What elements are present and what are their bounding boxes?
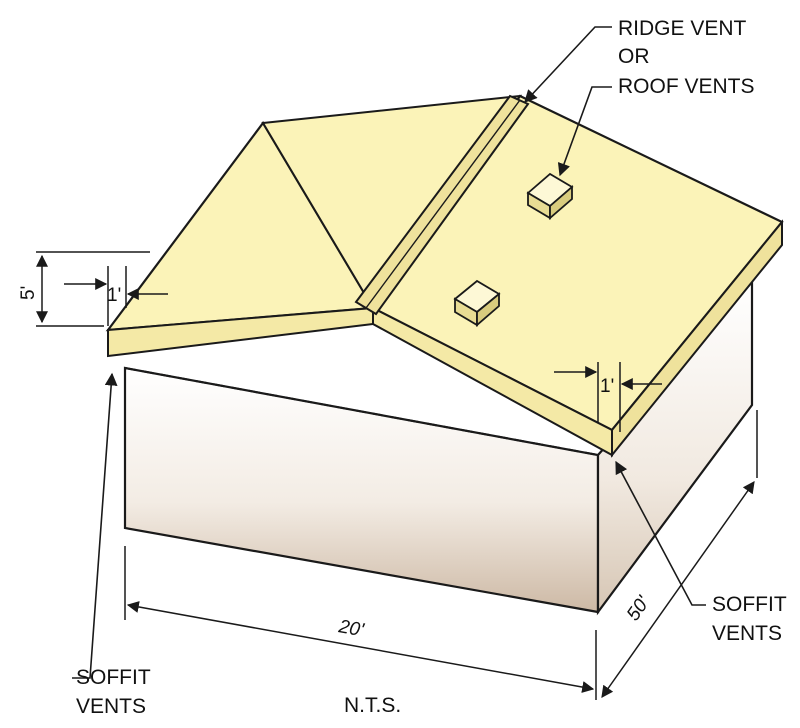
roof-vent-upper bbox=[526, 172, 574, 220]
ridge-vent-label: RIDGE VENT bbox=[618, 17, 747, 40]
roof-vent-leader bbox=[557, 86, 612, 177]
hidden-wall-top-dashed bbox=[124, 367, 599, 456]
width-dimension-label: 20' bbox=[336, 616, 366, 641]
dimension-lines bbox=[36, 251, 758, 700]
height-dimension-label: 5' bbox=[18, 286, 39, 300]
right-overhang-dimension-label: 1' bbox=[600, 376, 614, 397]
soffit-vents-right-label-1: SOFFIT bbox=[712, 593, 787, 616]
left-overhang-dimension-label: 1' bbox=[107, 285, 121, 306]
soffit-vents-left-label-1: SOFFIT bbox=[76, 666, 151, 689]
not-to-scale-label: N.T.S. bbox=[344, 694, 401, 717]
ridge-vent-leader bbox=[524, 26, 612, 103]
roof-vent-lower bbox=[453, 279, 501, 327]
ridge-vent-centerline bbox=[365, 99, 521, 309]
roof-vents-label: ROOF VENTS bbox=[618, 75, 755, 98]
soffit-left-leader bbox=[72, 372, 118, 679]
ridge-vent-or-label: OR bbox=[618, 45, 650, 68]
soffit-vents-right-label-2: VENTS bbox=[712, 622, 782, 645]
depth-dimension-label: 50' bbox=[623, 591, 655, 624]
soffit-vents-left-label-2: VENTS bbox=[76, 695, 146, 718]
roof-fascia-side bbox=[611, 219, 783, 458]
